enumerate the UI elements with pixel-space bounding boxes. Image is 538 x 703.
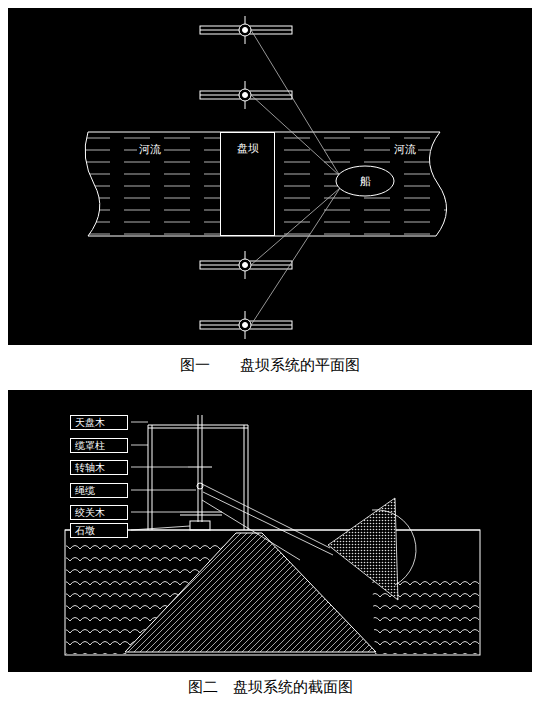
river [85,132,446,236]
boat-ellipse: 船 [335,165,395,197]
node-text: 转轴木 [75,461,123,474]
panel [8,8,532,345]
node-text: 绳缆 [75,484,123,497]
part-label: 绞关木 [70,505,128,520]
ground [65,530,480,655]
leader-line [131,422,196,530]
panel [8,390,532,672]
windlass-group [200,16,340,339]
rope [202,484,333,560]
node-text: 绞关木 [75,506,123,519]
figure-caption: 图二 盘坝系统的截面图 [186,678,355,697]
node-text: 船 [360,174,371,189]
node-text: 天盘木 [75,416,123,429]
part-label: 转轴木 [70,460,128,475]
figure-caption: 图一 盘坝系统的平面图 [178,356,362,375]
node-text: 缆罩柱 [75,439,123,452]
part-label: 石墩 [70,523,128,538]
windlass-frame [148,415,248,530]
boat-arc [372,510,416,585]
river-label: 河流 [392,142,418,157]
boat-section [328,498,398,600]
part-label: 天盘木 [70,415,128,430]
node-text: 石墩 [75,524,123,537]
river-label: 河流 [137,142,163,157]
dam-box: 盘坝 [220,132,275,236]
part-label: 绳缆 [70,483,128,498]
part-label: 缆罩柱 [70,438,128,453]
node-text: 盘坝 [221,141,274,156]
